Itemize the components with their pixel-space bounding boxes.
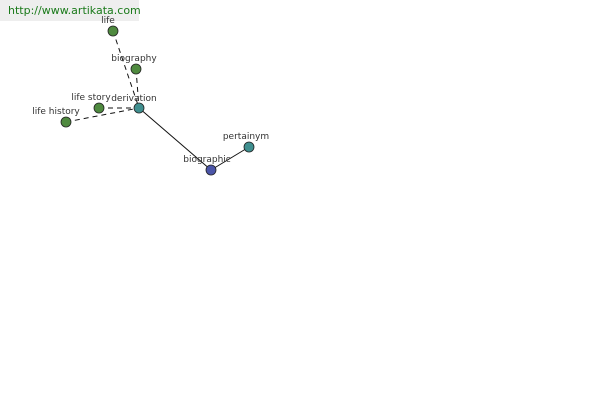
node-label-biographic: biographic: [183, 155, 231, 165]
node-life-history[interactable]: [60, 116, 72, 128]
node-life-story[interactable]: [93, 102, 105, 114]
node-label-life: life: [101, 16, 115, 26]
node-biographic[interactable]: [205, 164, 217, 176]
node-label-life-story: life story: [71, 93, 111, 103]
watermark-banner: http://www.artikata.com: [0, 0, 141, 21]
graph-edges: [65, 30, 250, 171]
node-derivation[interactable]: [133, 102, 145, 114]
node-label-pertainym: pertainym: [223, 132, 269, 142]
graph-nodes: [60, 25, 255, 176]
edge-biographic-pertainym: [210, 146, 250, 171]
graph-labels: life biography life story life history deriv…: [32, 16, 269, 165]
node-pertainym[interactable]: [243, 141, 255, 153]
edge-derivation-biographic: [138, 107, 212, 171]
edge-life-history-derivation: [65, 107, 140, 123]
node-label-derivation: derivation: [111, 94, 157, 104]
node-life[interactable]: [107, 25, 119, 37]
node-label-biography: biography: [111, 54, 157, 64]
edge-biography-derivation: [135, 68, 140, 109]
watermark-url: http://www.artikata.com: [8, 4, 141, 17]
edge-life-derivation: [112, 30, 140, 109]
node-biography[interactable]: [130, 63, 142, 75]
node-label-life-history: life history: [32, 107, 80, 117]
